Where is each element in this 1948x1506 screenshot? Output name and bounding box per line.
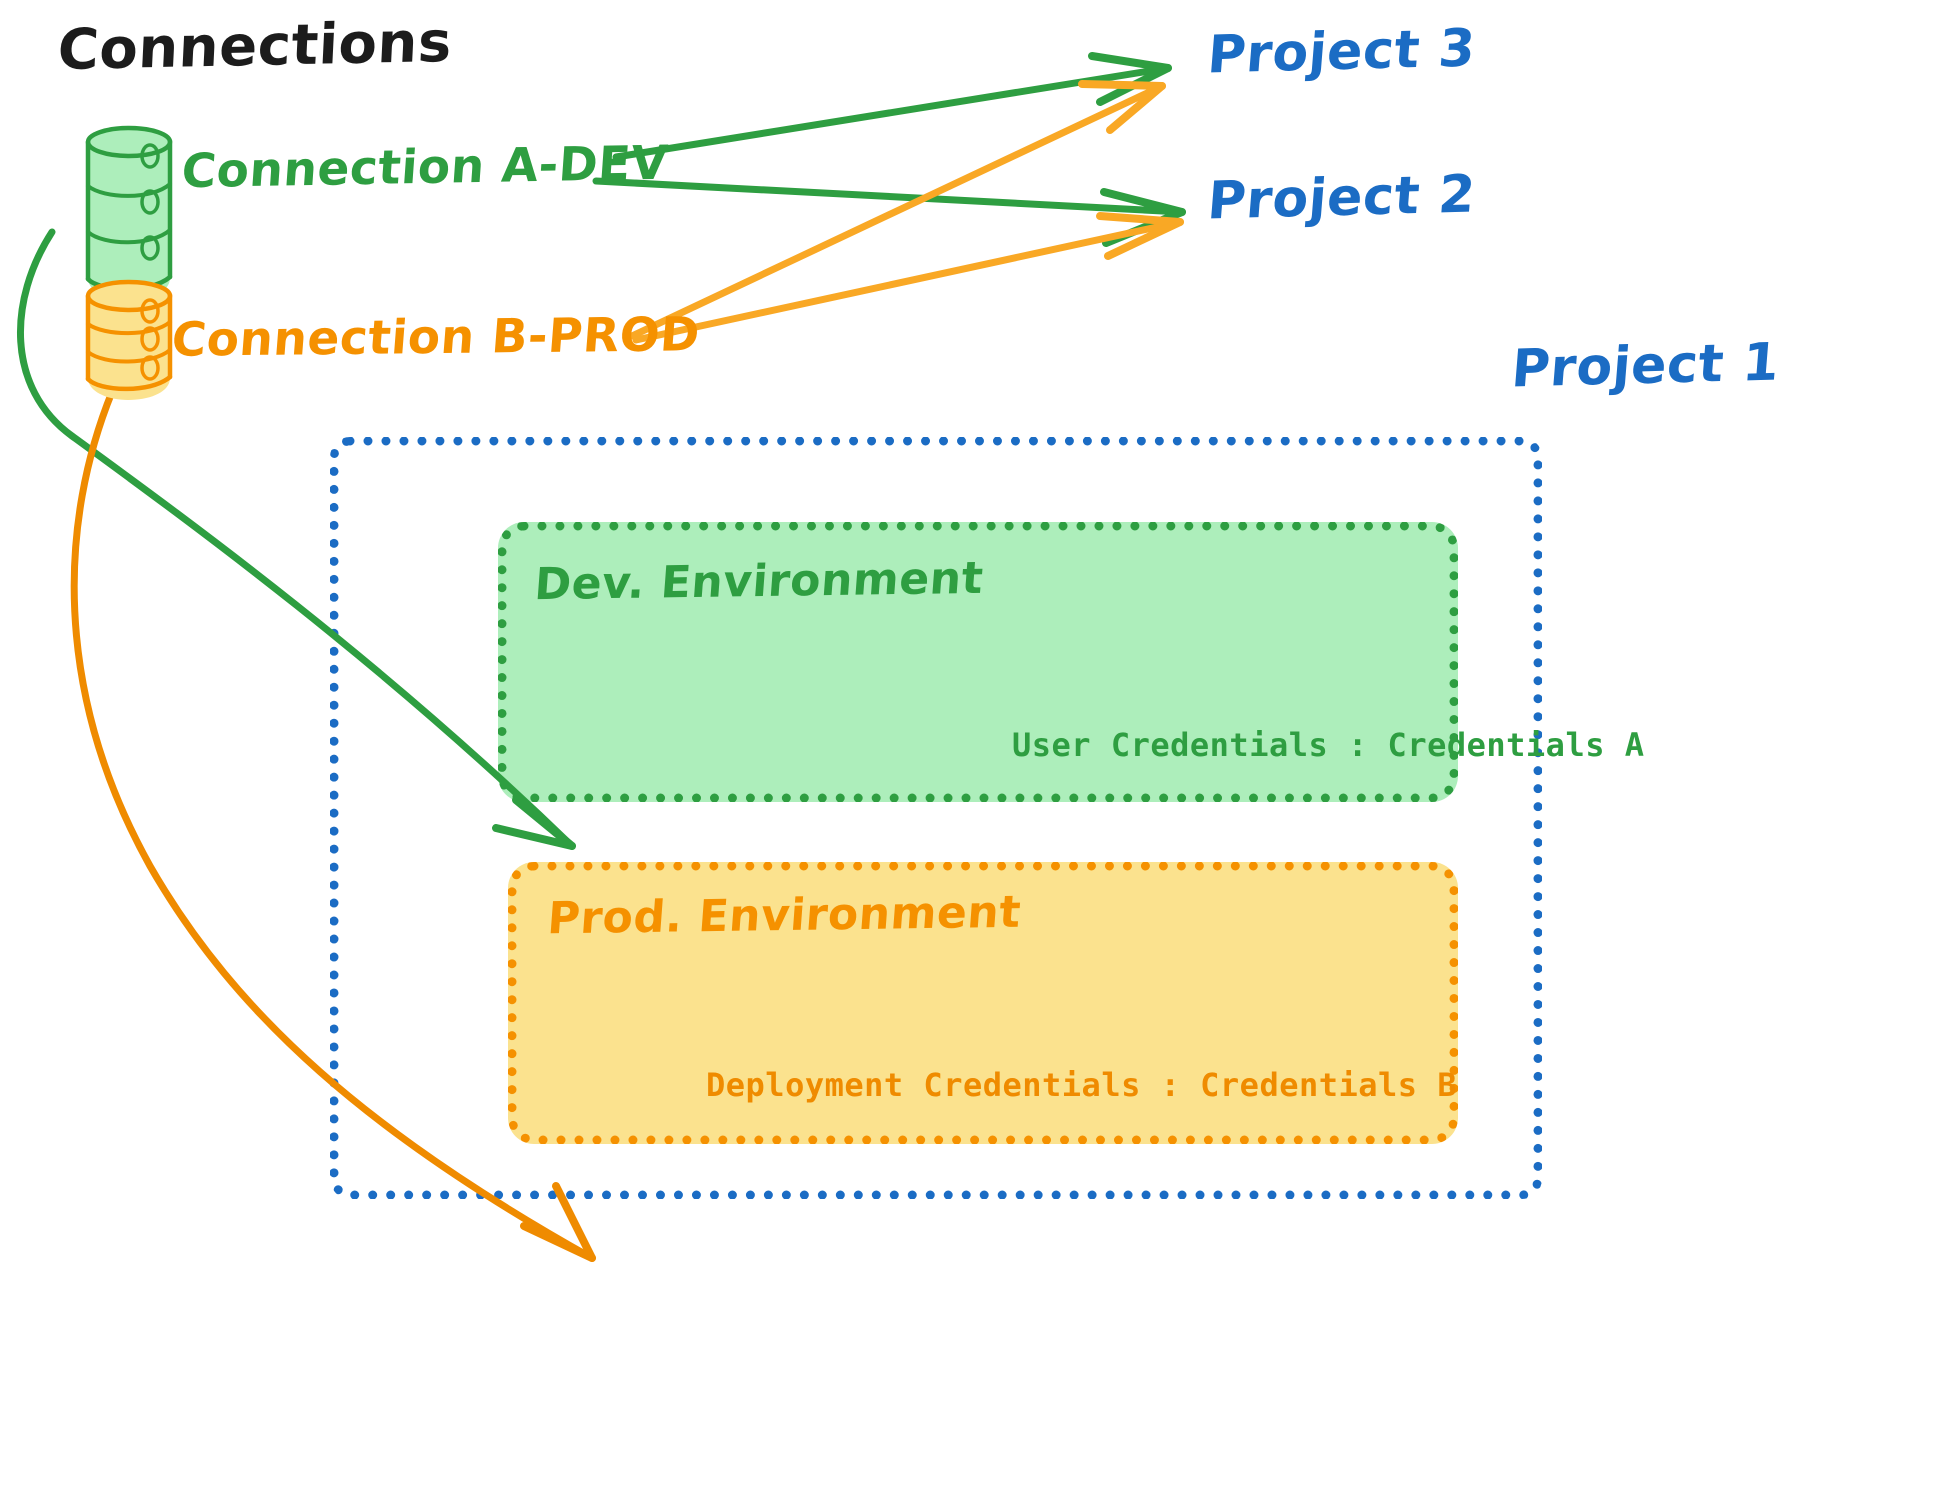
dev-environment-credentials: User Credentials : Credentials A (1012, 726, 1645, 764)
database-cylinder-icon-orange[interactable] (85, 279, 173, 400)
prod-environment-box[interactable] (508, 862, 1458, 1144)
dev-environment-label: Dev. Environment (532, 552, 986, 611)
connection-a-dev-label[interactable]: Connection A-DEV (179, 135, 670, 200)
edge-b-prod-to-project-2 (632, 212, 1184, 344)
project-3-label[interactable]: Project 3 (1205, 18, 1478, 86)
page-title: Connections (56, 9, 454, 84)
connection-b-prod-label[interactable]: Connection B-PROD (169, 307, 702, 368)
edge-b-prod-to-project-3 (628, 80, 1166, 340)
prod-environment-credentials: Deployment Credentials : Credentials B (706, 1066, 1458, 1104)
edge-a-dev-to-project-3 (612, 52, 1172, 161)
prod-environment-label: Prod. Environment (545, 886, 1023, 945)
project-2-label[interactable]: Project 2 (1205, 164, 1478, 232)
edge-a-dev-to-project-2 (592, 177, 1186, 247)
project-1-label[interactable]: Project 1 (1509, 332, 1782, 400)
database-cylinder-icon-green[interactable] (85, 125, 173, 300)
dev-environment-box[interactable] (498, 522, 1458, 802)
